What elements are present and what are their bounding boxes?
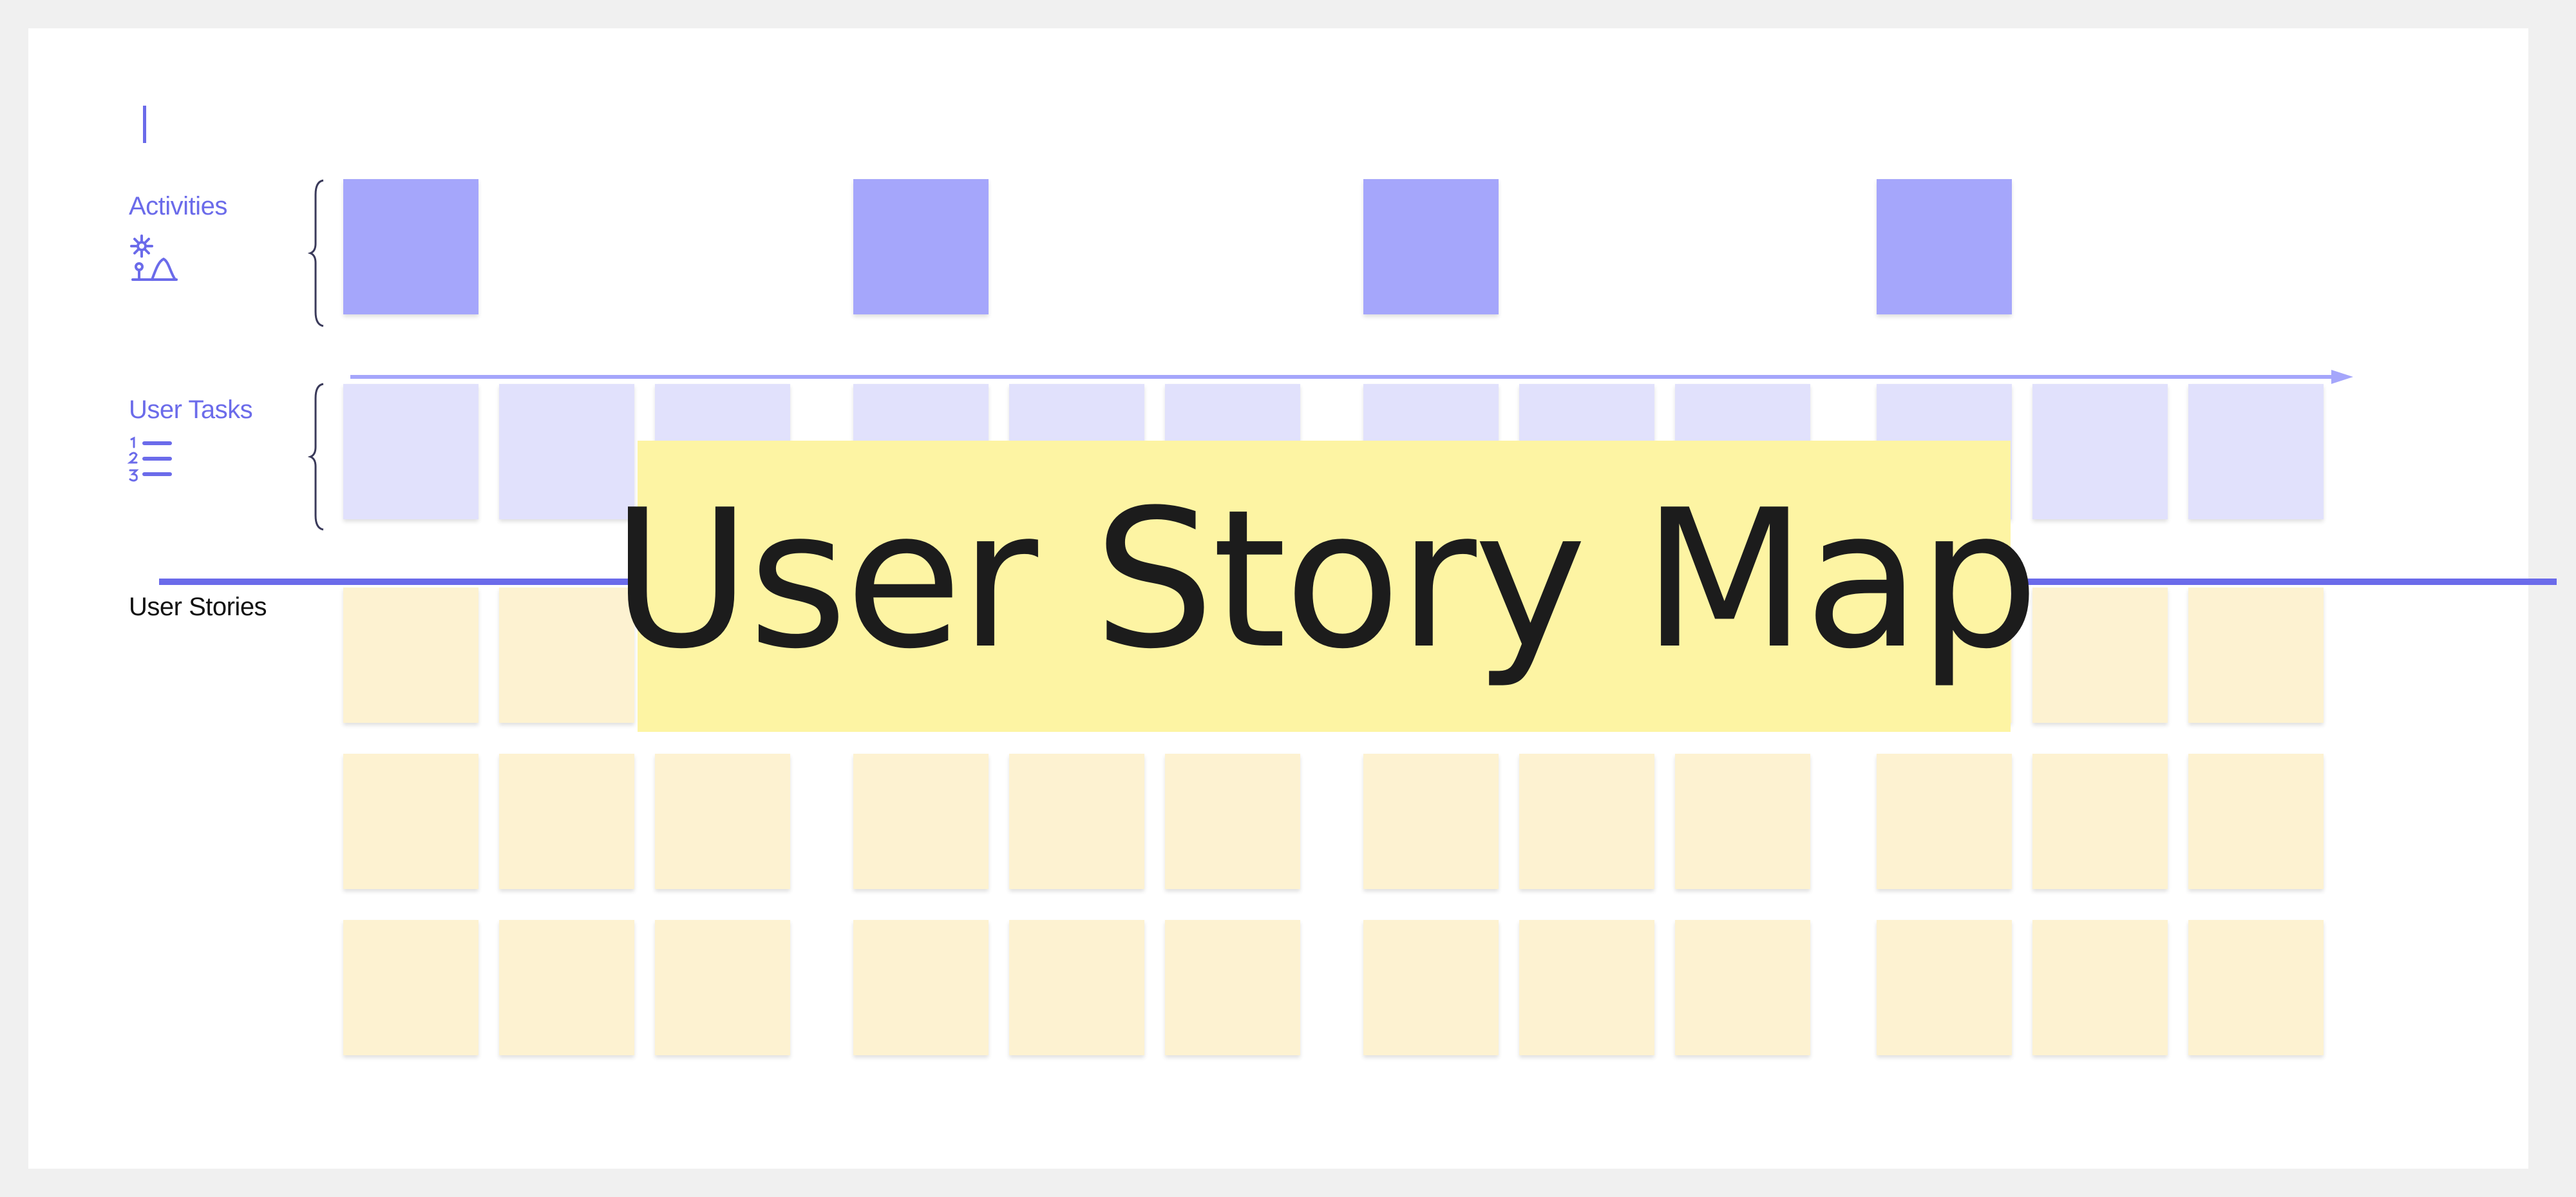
user-story-note[interactable] <box>1675 754 1810 889</box>
user-task-note[interactable] <box>499 384 634 519</box>
user-task-note[interactable] <box>343 384 478 519</box>
user-story-note[interactable] <box>2188 588 2324 723</box>
user-story-note[interactable] <box>1877 920 2012 1055</box>
user-story-note[interactable] <box>1009 754 1144 889</box>
text-cursor <box>143 106 146 143</box>
user-story-note[interactable] <box>655 754 790 889</box>
user-story-note[interactable] <box>499 754 634 889</box>
user-story-note[interactable] <box>2188 754 2324 889</box>
user-story-note[interactable] <box>343 920 478 1055</box>
user-story-note[interactable] <box>1165 754 1300 889</box>
numbered-list-icon <box>127 436 172 482</box>
activity-note[interactable] <box>1877 179 2012 314</box>
user-story-note[interactable] <box>853 754 989 889</box>
user-story-note[interactable] <box>1363 754 1499 889</box>
user-task-note[interactable] <box>2032 384 2168 519</box>
user-story-note[interactable] <box>853 920 989 1055</box>
story-map-board: Activities User Tasks <box>28 28 2557 1169</box>
activity-note[interactable] <box>853 179 989 314</box>
title-banner: User Story Map <box>611 441 2040 732</box>
timeline-arrow <box>350 370 2353 384</box>
activities-label: Activities <box>129 192 227 220</box>
user-story-note[interactable] <box>1363 920 1499 1055</box>
user-tasks-label: User Tasks <box>129 396 253 424</box>
user-story-note[interactable] <box>343 588 478 723</box>
user-story-note[interactable] <box>2032 920 2168 1055</box>
user-story-note[interactable] <box>499 920 634 1055</box>
user-story-note[interactable] <box>2032 754 2168 889</box>
user-story-note[interactable] <box>1009 920 1144 1055</box>
map-title: User Story Map <box>611 468 2039 691</box>
user-task-note[interactable] <box>2188 384 2324 519</box>
user-stories-label: User Stories <box>129 593 267 621</box>
activity-note[interactable] <box>343 179 478 314</box>
activity-note[interactable] <box>1363 179 1499 314</box>
user-story-note[interactable] <box>1519 754 1654 889</box>
activities-brace <box>308 179 324 327</box>
user-story-note[interactable] <box>499 588 634 723</box>
user-story-note[interactable] <box>2188 920 2324 1055</box>
activity-icon <box>130 235 178 281</box>
user-story-note[interactable] <box>655 920 790 1055</box>
user-tasks-brace <box>308 383 324 531</box>
user-story-note[interactable] <box>343 754 478 889</box>
user-story-note[interactable] <box>1877 754 2012 889</box>
user-story-note[interactable] <box>1165 920 1300 1055</box>
user-story-note[interactable] <box>2032 588 2168 723</box>
user-story-note[interactable] <box>1519 920 1654 1055</box>
user-story-note[interactable] <box>1675 920 1810 1055</box>
